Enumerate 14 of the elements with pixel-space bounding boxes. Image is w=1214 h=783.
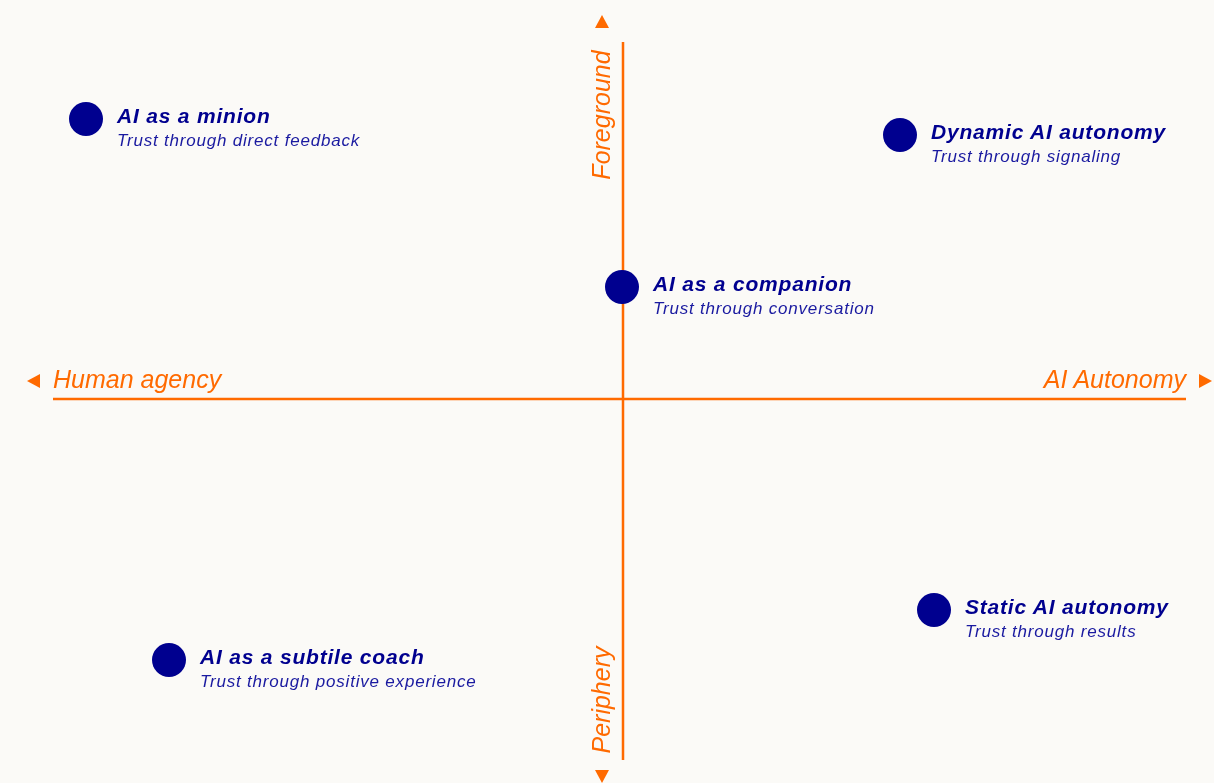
axis-label: Human agency — [53, 364, 222, 394]
point-title: AI as a subtile coach — [200, 644, 425, 670]
point-subtitle: Trust through direct feedback — [117, 131, 361, 151]
point-title: AI as a minion — [117, 103, 271, 129]
axis-label: Periphery — [585, 646, 615, 754]
point-subtitle: Trust through conversation — [653, 299, 875, 319]
point-subtitle: Trust through signaling — [931, 147, 1122, 167]
point-title: Dynamic AI autonomy — [931, 119, 1166, 145]
point-title: Static AI autonomy — [965, 594, 1169, 620]
axis-label: AI Autonomy — [1043, 364, 1186, 394]
point-subtitle: Trust through positive experience — [200, 672, 477, 692]
point-subtitle: Trust through results — [965, 622, 1137, 642]
axis-label: Foreground — [585, 50, 616, 180]
point-title: AI as a companion — [653, 271, 853, 297]
